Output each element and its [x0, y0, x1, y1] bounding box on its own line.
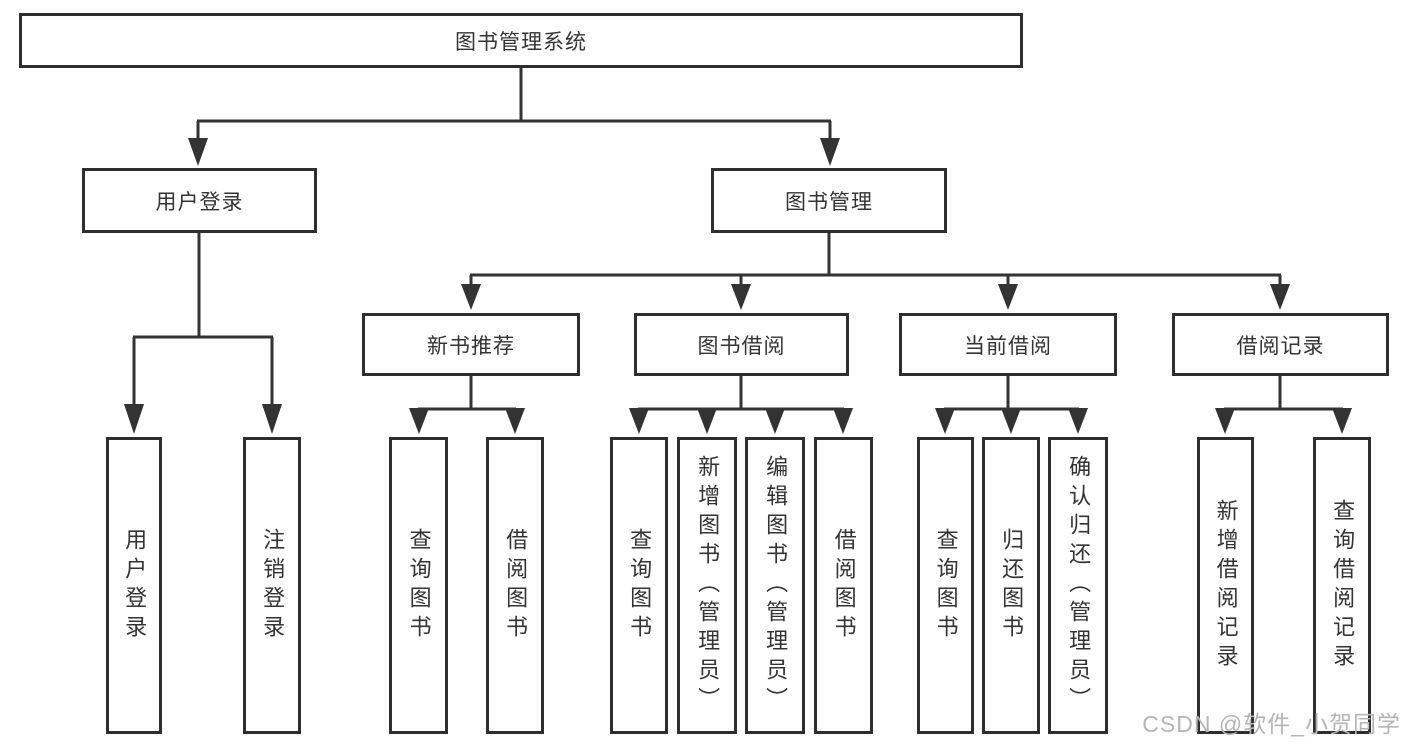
leaf-newbook-query-books-label: 查询图书 — [406, 527, 432, 644]
leaf-borrow-add-books-admin: 新增图书（管理员） — [677, 437, 737, 734]
node-borrow-records-label: 借阅记录 — [1236, 334, 1325, 358]
leaf-records-query-record-label: 查询借阅记录 — [1330, 498, 1356, 673]
arrowheads — [124, 138, 1352, 434]
leaf-borrow-query-books-label: 查询图书 — [627, 527, 653, 644]
leaf-borrow-edit-books-admin: 编辑图书（管理员） — [745, 437, 805, 734]
leaf-current-return-books: 归还图书 — [982, 437, 1040, 734]
node-new-book-recommend: 新书推荐 — [362, 313, 580, 376]
leaf-borrow-borrow-books-label: 借阅图书 — [831, 527, 857, 644]
node-user-login-label: 用户登录 — [155, 190, 244, 214]
leaf-current-query-books-label: 查询图书 — [933, 527, 959, 644]
leaf-borrow-edit-books-admin-label: 编辑图书（管理员） — [763, 455, 789, 716]
leaf-records-query-record: 查询借阅记录 — [1313, 437, 1371, 734]
leaf-newbook-query-books: 查询图书 — [389, 437, 448, 734]
leaf-logout: 注销登录 — [243, 437, 301, 734]
node-user-login: 用户登录 — [82, 168, 317, 233]
leaf-borrow-add-books-admin-label: 新增图书（管理员） — [695, 455, 721, 716]
leaf-newbook-borrow-books-label: 借阅图书 — [503, 527, 529, 644]
leaf-newbook-borrow-books: 借阅图书 — [486, 437, 544, 734]
node-root: 图书管理系统 — [19, 13, 1023, 68]
watermark: CSDN @软件_小贺同学 — [1142, 711, 1401, 737]
node-book-management-label: 图书管理 — [785, 190, 873, 214]
node-root-label: 图书管理系统 — [455, 30, 587, 54]
leaf-current-confirm-return-admin: 确认归还（管理员） — [1048, 437, 1108, 734]
node-current-borrow-label: 当前借阅 — [964, 334, 1052, 358]
leaf-current-return-books-label: 归还图书 — [999, 527, 1025, 644]
leaf-records-add-record: 新增借阅记录 — [1197, 437, 1254, 734]
node-book-borrow: 图书借阅 — [634, 313, 849, 376]
leaf-current-confirm-return-admin-label: 确认归还（管理员） — [1066, 455, 1092, 716]
node-book-borrow-label: 图书借阅 — [697, 334, 786, 358]
node-borrow-records: 借阅记录 — [1172, 313, 1389, 376]
leaf-user-login: 用户登录 — [106, 437, 162, 734]
node-book-management: 图书管理 — [711, 168, 947, 233]
leaf-borrow-query-books: 查询图书 — [610, 437, 668, 734]
leaf-logout-label: 注销登录 — [260, 527, 286, 644]
leaf-borrow-borrow-books: 借阅图书 — [814, 437, 873, 734]
node-new-book-recommend-label: 新书推荐 — [427, 334, 515, 358]
leaf-records-add-record-label: 新增借阅记录 — [1213, 498, 1239, 673]
leaf-user-login-label: 用户登录 — [122, 527, 148, 644]
node-current-borrow: 当前借阅 — [899, 313, 1117, 376]
leaf-current-query-books: 查询图书 — [917, 437, 974, 734]
